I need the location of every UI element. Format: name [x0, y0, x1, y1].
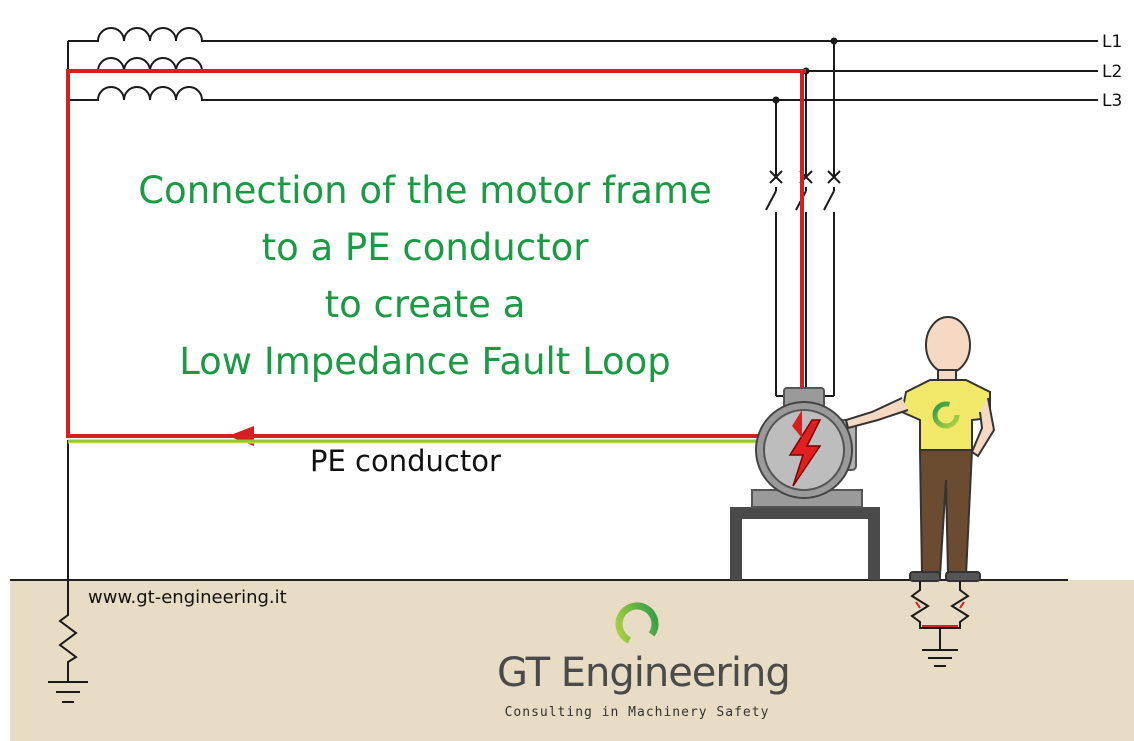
gt-logo-ring-icon: [615, 602, 659, 646]
earth-ground-icon: [48, 610, 88, 703]
headline-line-2: to a PE conductor: [261, 226, 589, 269]
headline: Connection of the motor frame to a PE co…: [60, 162, 790, 390]
inductor-coil-icon: [68, 27, 1098, 101]
headline-line-4: Low Impedance Fault Loop: [179, 340, 671, 383]
brand-name: GT Engineering: [497, 650, 791, 696]
shirt-logo-icon: [932, 401, 960, 429]
brand-tagline: Consulting in Machinery Safety: [504, 705, 770, 720]
phase-label-l2: L2: [1102, 62, 1122, 82]
phase-label-l3: L3: [1102, 91, 1122, 111]
ground-area: [10, 580, 1134, 741]
fault-arrowhead: [792, 410, 802, 438]
headline-line-1: Connection of the motor frame: [138, 169, 712, 212]
phase-label-l1: L1: [1102, 32, 1122, 52]
lightning-icon: [788, 419, 822, 487]
motor-stand: [730, 507, 880, 580]
website-link[interactable]: www.gt-engineering.it: [88, 587, 287, 608]
body-earth-resistance: [910, 581, 970, 667]
body-current-marks: [915, 601, 965, 609]
person-figure: [844, 316, 996, 582]
pe-conductor-label: PE conductor: [310, 444, 501, 478]
headline-line-3: to create a: [324, 283, 526, 326]
